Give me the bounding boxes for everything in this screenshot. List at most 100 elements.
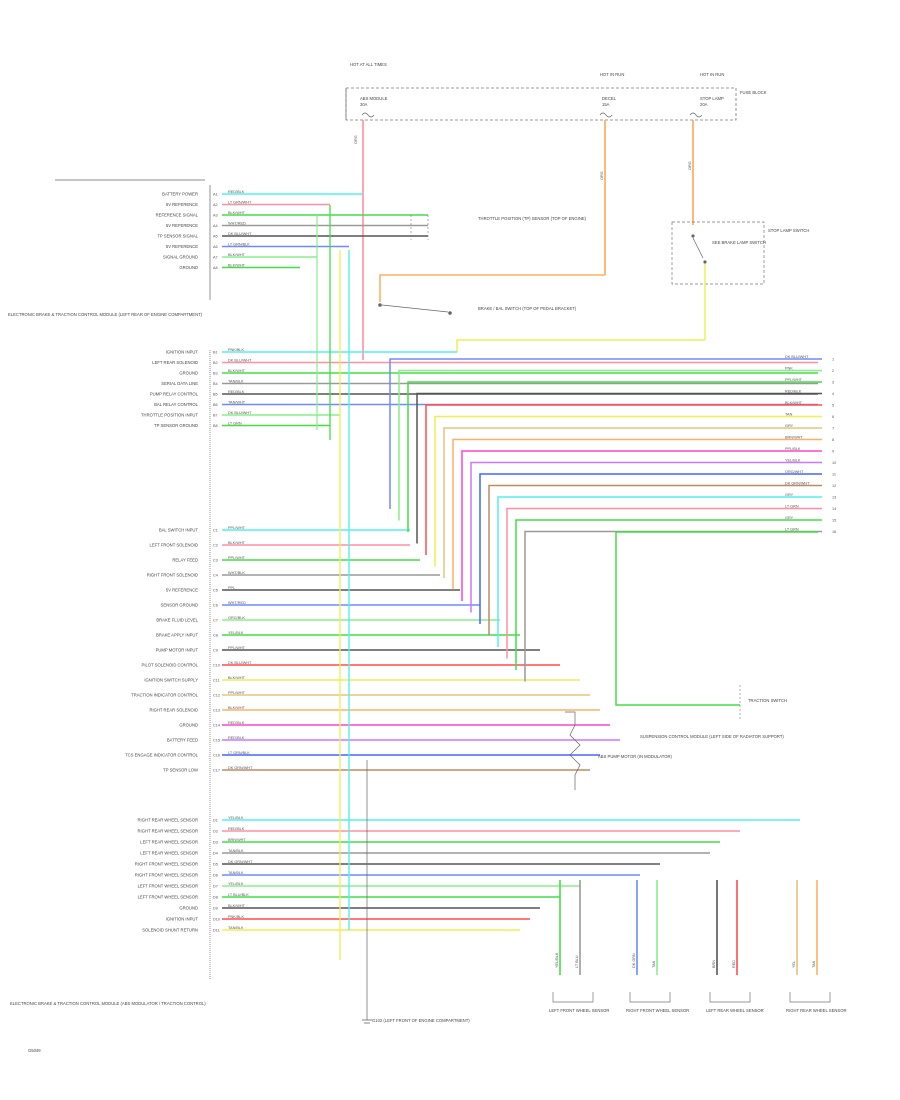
connector_c-label-16: TP SENSOR LOW bbox=[163, 768, 198, 773]
wheel-sensor-bracket-1 bbox=[629, 992, 671, 1003]
connector_c-label-4: 5V REFERENCE bbox=[166, 588, 198, 593]
fuse-3-rating: 20A bbox=[700, 102, 708, 107]
bus-wire-pin-0: 1 bbox=[832, 358, 834, 362]
connector_a-pin-4: A5 bbox=[213, 235, 218, 239]
connector_d-label-1: RIGHT REAR WHEEL SENSOR bbox=[138, 829, 199, 834]
connector_a-label-6: SIGNAL GROUND bbox=[163, 255, 198, 260]
traction-switch-label: TRACTION SWITCH bbox=[748, 698, 787, 703]
connector_c-label-14: BATTERY FEED bbox=[167, 738, 198, 743]
bus-wire-pin-13: 14 bbox=[832, 507, 836, 511]
bus-wire-pin-14: 15 bbox=[832, 519, 836, 523]
connector_b-wire-label-6: DK BLU/WHT bbox=[228, 411, 252, 415]
wheel-wire-a-label-3: YEL bbox=[792, 961, 796, 968]
connector_b-label-0: IGNITION INPUT bbox=[166, 350, 199, 355]
fuse-2-title: HOT IN RUN bbox=[600, 72, 624, 77]
connector_b-pin-0: B1 bbox=[213, 351, 218, 355]
connector_b-pin-3: B4 bbox=[213, 382, 218, 386]
connector_c-wire-label-13: RED/BLK bbox=[228, 721, 245, 725]
connector_a-pin-6: A7 bbox=[213, 256, 218, 260]
page-code: G5049 bbox=[28, 1048, 41, 1053]
stop-lamp-label: STOP LAMP SWITCH bbox=[768, 228, 809, 233]
connector_c-pin-15: C16 bbox=[213, 754, 220, 758]
connector_c-label-15: TCS ENGAGE INDICATOR CONTROL bbox=[125, 753, 199, 758]
connector_a-label-7: GROUND bbox=[179, 265, 198, 270]
wheel-sensor-label-2: LEFT REAR WHEEL SENSOR bbox=[706, 1008, 764, 1013]
wheel-wire-b-label-3: TAN bbox=[812, 960, 816, 968]
fuse-1-title: HOT AT ALL TIMES bbox=[350, 62, 387, 67]
connector_a-pin-3: A4 bbox=[213, 224, 218, 228]
connector_d-pin-6: D7 bbox=[213, 885, 218, 889]
connector_d-wire-label-10: TAN/BLK bbox=[228, 926, 244, 930]
connector_c-pin-1: C2 bbox=[213, 544, 218, 548]
connector_d-pin-8: D9 bbox=[213, 907, 218, 911]
connector_c-pin-11: C12 bbox=[213, 694, 220, 698]
bus-wire-label-1: PNK bbox=[785, 366, 793, 370]
connector_a-pin-5: A6 bbox=[213, 245, 218, 249]
bus-wire-pin-1: 2 bbox=[832, 369, 834, 373]
connector_b-pin-6: B7 bbox=[213, 414, 218, 418]
connector_d-label-2: LEFT REAR WHEEL SENSOR bbox=[140, 840, 198, 845]
wheel-sensor-bracket-3 bbox=[789, 992, 831, 1003]
connector_d-label-7: LEFT FRONT WHEEL SENSOR bbox=[138, 895, 198, 900]
ground: G102 (LEFT FRONT OF ENGINE COMPARTMENT) bbox=[362, 760, 470, 1024]
connector_a-pin-1: A2 bbox=[213, 203, 218, 207]
connector_c-pin-14: C15 bbox=[213, 739, 220, 743]
connector_d-wire-label-5: TAN/BLK bbox=[228, 871, 244, 875]
connector_a-pin-2: A3 bbox=[213, 214, 218, 218]
connector_c-wire-label-14: RED/BLK bbox=[228, 736, 245, 740]
connector_c-label-3: RIGHT FRONT SOLENOID bbox=[147, 573, 198, 578]
wire-stop-lamp-to-module bbox=[456, 339, 705, 352]
connector_d-wire-label-3: TAN/BLK bbox=[228, 849, 244, 853]
connector_d-wire-label-0: YEL/BLK bbox=[228, 816, 244, 820]
module-label: ELECTRONIC BRAKE & TRACTION CONTROL MODU… bbox=[8, 312, 203, 317]
fuse-1-rating: 30A bbox=[360, 102, 368, 107]
connector_d-label-9: IGNITION INPUT bbox=[166, 917, 199, 922]
connector_c-pin-6: C7 bbox=[213, 619, 218, 623]
wheel-wire-b-label-2: RED bbox=[732, 960, 736, 968]
connector_a-wire-label-1: LT GRN/WHT bbox=[228, 201, 252, 205]
connector_d-label-5: RIGHT FRONT WHEEL SENSOR bbox=[135, 873, 198, 878]
connector_b-wire-label-5: TAN/WHT bbox=[228, 401, 246, 405]
connector_d-pin-0: D1 bbox=[213, 819, 218, 823]
connector_d-wire-label-1: RED/BLK bbox=[228, 827, 245, 831]
pump-motor: ABS PUMP MOTOR (IN MODULATOR) bbox=[565, 711, 673, 790]
connector_c-pin-12: C13 bbox=[213, 709, 220, 713]
connector_c-pin-4: C5 bbox=[213, 589, 218, 593]
wheel-sensor-label-1: RIGHT FRONT WHEEL SENSOR bbox=[626, 1008, 689, 1013]
connector_c-label-5: SENSOR GROUND bbox=[161, 603, 198, 608]
connector_b-label-4: PUMP RELAY CONTROL bbox=[150, 392, 199, 397]
connector_c-label-0: BAL SWITCH INPUT bbox=[159, 528, 199, 533]
bus-wire-label-9: YEL/BLK bbox=[785, 458, 801, 462]
connector_c-wire-label-6: ORG/BLK bbox=[228, 616, 245, 620]
bus-wire-label-14: GRY bbox=[785, 516, 794, 520]
connector_c-wire-label-9: DK BLU/WHT bbox=[228, 661, 252, 665]
fuse-block: FUSE BLOCK HOT AT ALL TIMES ABS MODULE 3… bbox=[345, 62, 767, 121]
wheel-wire-b-label-1: TAN bbox=[652, 960, 656, 968]
connector_d-wire-label-7: LT BLU/BLK bbox=[228, 893, 249, 897]
fuse-1-symbol bbox=[361, 112, 375, 118]
connector_d-wire-label-9: PNK/BLK bbox=[228, 915, 245, 919]
connector_b-wire-label-4: RED/BLK bbox=[228, 390, 245, 394]
connector_d-label-6: LEFT FRONT WHEEL SENSOR bbox=[138, 884, 198, 889]
tp-sensor: THROTTLE POSITION (TP) SENSOR (TOP OF EN… bbox=[410, 215, 587, 240]
bus-wire-label-4: BLK/WHT bbox=[785, 401, 803, 405]
connector_d-pin-10: D11 bbox=[213, 929, 220, 933]
connector_c-pin-7: C8 bbox=[213, 634, 218, 638]
pump-motor-label: ABS PUMP MOTOR (IN MODULATOR) bbox=[598, 754, 673, 759]
bus-wire-label-10: ORG/WHT bbox=[785, 470, 804, 474]
wire-tcs-switch bbox=[615, 531, 818, 706]
connector_b-pin-7: B8 bbox=[213, 424, 218, 428]
connector_d-wire-label-4: DK GRN/WHT bbox=[228, 860, 253, 864]
connector_c-wire-label-2: PPL/WHT bbox=[228, 556, 246, 560]
connector_d-label-3: LEFT REAR WHEEL SENSOR bbox=[140, 851, 198, 856]
fuse-1-name: ABS MODULE bbox=[360, 96, 388, 101]
connector_a-wire-label-3: WHT/RED bbox=[228, 222, 246, 226]
bus-wire-14 bbox=[515, 519, 822, 670]
connector_c-wire-label-5: WHT/RED bbox=[228, 601, 246, 605]
connector_c-wire-label-16: DK GRN/WHT bbox=[228, 766, 253, 770]
bus-wire-4 bbox=[425, 404, 822, 555]
connector_b-label-7: TP SENSOR GROUND bbox=[154, 423, 198, 428]
fuse-3-name: STOP LAMP bbox=[700, 96, 724, 101]
ground-label: G102 (LEFT FRONT OF ENGINE COMPARTMENT) bbox=[372, 1018, 470, 1023]
